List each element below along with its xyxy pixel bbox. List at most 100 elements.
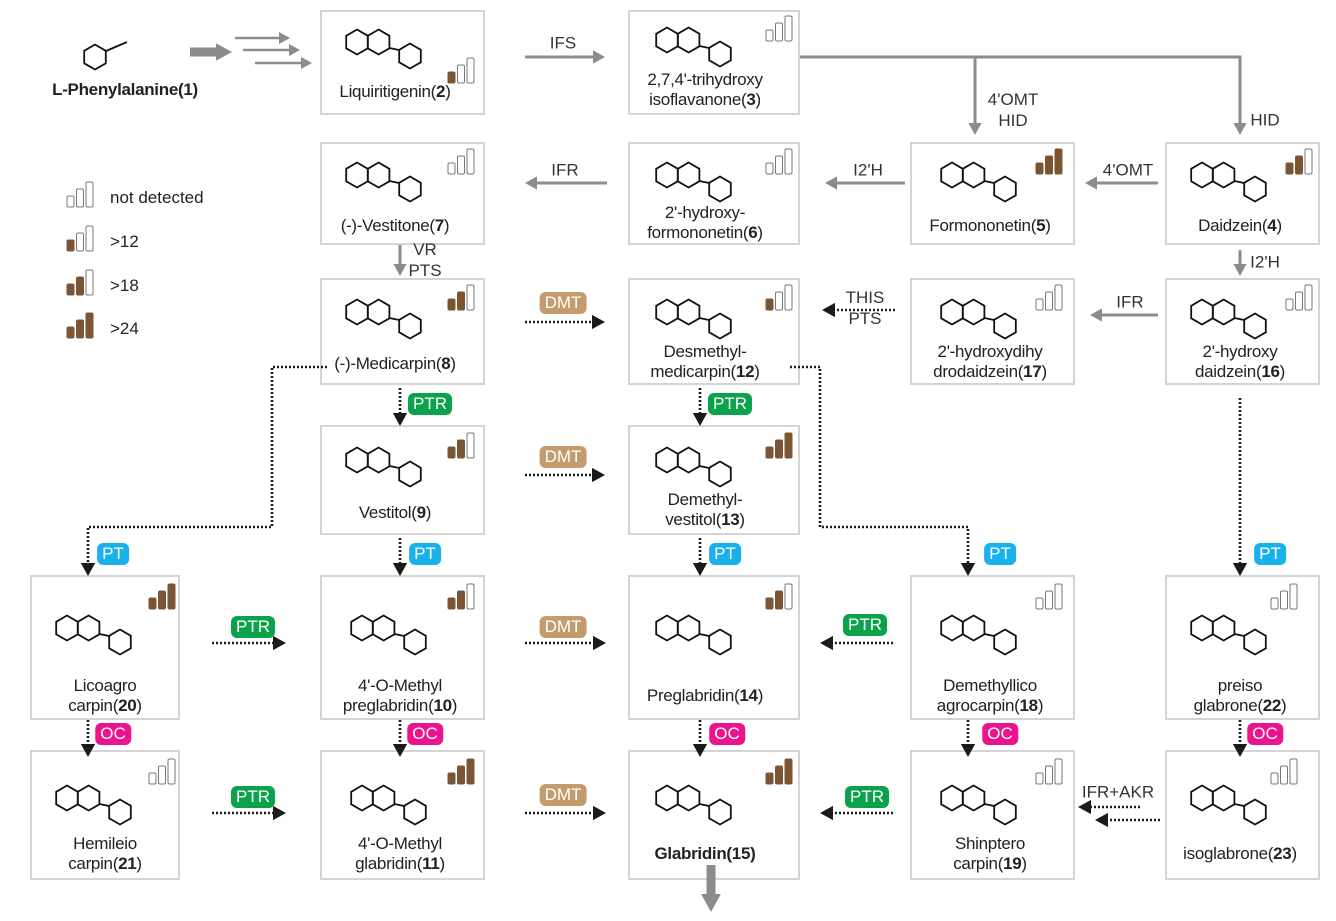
chemical-structure-icon <box>655 614 732 656</box>
abundance-bars-icon <box>765 284 793 311</box>
enzyme-badge-oc: OC <box>407 723 443 745</box>
bar-empty <box>76 232 84 252</box>
structure <box>1180 770 1300 837</box>
compound-box <box>30 750 180 880</box>
abundance-bars-icon <box>447 57 475 84</box>
arrowhead <box>301 56 312 70</box>
arrowhead <box>393 264 407 276</box>
chemical-structure-icon <box>345 298 422 340</box>
bar-empty <box>1285 298 1294 311</box>
enzyme-name: HID <box>998 111 1028 130</box>
arrowhead <box>289 43 300 57</box>
abundance-bars-icon <box>1035 284 1063 311</box>
dotted-arrow <box>86 365 327 563</box>
arrowhead <box>279 31 290 45</box>
bar-empty <box>765 162 774 175</box>
bar-empty <box>1270 597 1279 610</box>
bar-empty <box>784 583 793 610</box>
compound-number: 20 <box>118 696 137 715</box>
bar-filled <box>1295 155 1303 175</box>
structure <box>1180 284 1300 351</box>
chemical-structure-icon <box>940 161 1017 203</box>
abundance-bars-icon <box>148 758 176 785</box>
chemical-structure-icon <box>350 784 427 826</box>
abundance-bars-icon <box>66 269 94 296</box>
arrowhead <box>1078 799 1091 815</box>
abundance-bars-icon <box>1285 148 1313 175</box>
compound-name-line: carpin <box>953 854 998 873</box>
compound-name: Desmethyl-medicarpin(12) <box>650 342 760 381</box>
enzyme-badge-ptr: PTR <box>843 614 887 636</box>
chemical-structure-icon <box>83 41 128 71</box>
bar-filled <box>76 276 84 296</box>
enzyme-badge-dmt: DMT <box>539 784 587 806</box>
compound-name: Demethyl-vestitol(13) <box>665 490 745 529</box>
abundance-bars-icon <box>765 148 793 175</box>
compound-number: 5 <box>1036 216 1046 235</box>
compound-box <box>320 575 485 720</box>
abundance-bars-icon <box>447 583 475 610</box>
bar-empty <box>158 765 166 785</box>
chemical-structure-icon <box>1190 298 1267 340</box>
bar-empty <box>85 181 94 208</box>
abundance-bars-icon <box>1035 583 1063 610</box>
chemical-structure-icon <box>655 298 732 340</box>
abundance-bars-icon <box>148 583 176 610</box>
compound-name-line: glabridin <box>355 854 417 873</box>
chemical-structure-icon <box>940 614 1017 656</box>
bar-empty <box>457 64 465 84</box>
abundance-indicator <box>447 431 477 464</box>
abundance-bars-icon <box>447 284 475 311</box>
enzyme-badge-oc: OC <box>1247 723 1283 745</box>
arrowhead <box>392 563 408 576</box>
compound-name: (-)-Vestitone(7) <box>340 216 450 235</box>
compound-box <box>910 142 1075 245</box>
bar-filled <box>775 765 783 785</box>
bar-empty <box>1289 758 1298 785</box>
enzyme-label: HID <box>1250 110 1279 131</box>
abundance-bars-icon <box>66 181 94 208</box>
compound-number: 4 <box>1267 216 1277 235</box>
abundance-bars-icon <box>1035 148 1063 175</box>
compound-number: 14 <box>739 686 758 705</box>
bar-empty <box>1280 590 1288 610</box>
abundance-bars-icon <box>447 148 475 175</box>
compound-name-line: daidzein <box>1195 362 1256 381</box>
bar-filled <box>784 432 793 459</box>
enzyme-badge-ptr: PTR <box>231 616 275 638</box>
compound-name-line: Liquiritigenin <box>339 82 431 101</box>
structure <box>930 600 1050 667</box>
chemical-structure-icon <box>1190 614 1267 656</box>
bar-filled <box>76 319 84 339</box>
enzyme-badge-pt: PT <box>409 543 441 565</box>
compound-name-line: (-)-Vestitone <box>340 216 430 235</box>
compound-box <box>628 142 800 245</box>
arrowhead <box>273 805 286 821</box>
chemical-structure-icon <box>55 614 132 656</box>
compound-box <box>628 575 800 720</box>
enzyme-name: I2'H <box>1250 252 1280 272</box>
compound-box <box>910 750 1075 880</box>
abundance-indicator <box>1270 582 1300 615</box>
compound-name: isoglabrone(23) <box>1183 844 1297 863</box>
enzyme-name: IFR <box>551 160 579 180</box>
compound-number: 19 <box>1003 854 1022 873</box>
compound-number: 23 <box>1273 844 1292 863</box>
structure <box>335 284 455 351</box>
compound-number: 7 <box>434 216 444 235</box>
legend-item: not detected <box>66 180 266 208</box>
abundance-indicator <box>765 147 795 180</box>
compound-name-line: vestitol <box>665 510 716 529</box>
compound-name-line: Glabridin <box>654 844 727 863</box>
bar-empty <box>1045 765 1053 785</box>
bar-filled <box>447 597 456 610</box>
chemical-structure-icon <box>345 28 422 70</box>
enzyme-badge-oc: OC <box>709 723 745 745</box>
abundance-bars-icon <box>765 432 793 459</box>
compound-name-line: Vestitol <box>358 503 412 522</box>
enzyme-name: IFR <box>1116 292 1144 312</box>
abundance-bars-icon <box>447 432 475 459</box>
abundance-indicator <box>1035 283 1065 316</box>
